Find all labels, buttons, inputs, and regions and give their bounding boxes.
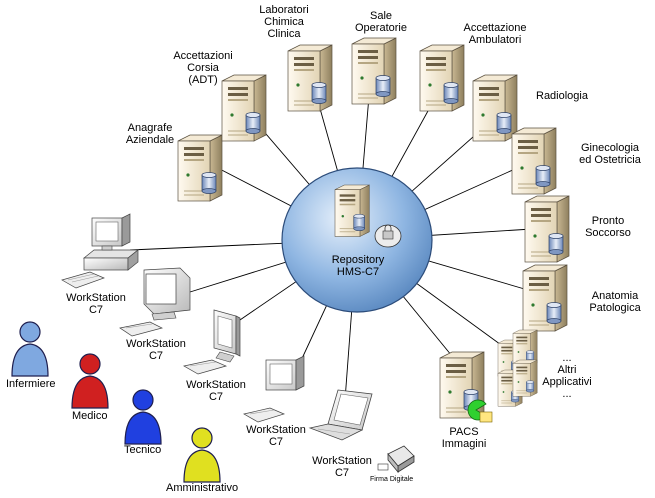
hub-label: Repository HMS-C7 — [318, 254, 398, 278]
user-label-medico: Medico — [72, 410, 108, 422]
server-pronto-icon[interactable] — [524, 195, 570, 263]
server-radiologia-icon[interactable] — [472, 74, 518, 142]
user-amministrativo-icon — [183, 427, 221, 483]
user-medico-icon — [71, 353, 109, 409]
user-infermiere-icon — [11, 321, 49, 377]
server-ginecologia-icon[interactable] — [511, 127, 557, 195]
server-label-radiologia: Radiologia — [536, 90, 588, 102]
firma-digitale-device-icon[interactable] — [377, 445, 415, 474]
server-ambulatori-icon[interactable] — [419, 44, 465, 112]
lock-disk-icon — [374, 224, 402, 248]
user-label-infermiere: Infermiere — [6, 378, 56, 390]
repository-server-icon — [334, 184, 370, 237]
hub-label-line2: HMS-C7 — [336, 266, 380, 278]
laptop-icon[interactable] — [308, 389, 373, 441]
repository-hub[interactable] — [281, 167, 433, 313]
user-tecnico-icon — [124, 389, 162, 445]
server-anagrafe-icon[interactable] — [177, 134, 223, 202]
server-laboratori-icon[interactable] — [287, 44, 333, 112]
workstation-1-icon[interactable] — [61, 213, 139, 289]
server-altri-icon[interactable] — [497, 329, 538, 407]
hub-label-line1: Repository — [331, 254, 385, 266]
user-label-amministrativo: Amministrativo — [166, 482, 239, 494]
server-sale-icon[interactable] — [351, 37, 397, 105]
pacs-pacman-icon — [467, 399, 493, 423]
firma-digitale-label: Firma Digitale — [370, 476, 414, 483]
server-anatomia-icon[interactable] — [522, 264, 568, 332]
user-label-tecnico: Tecnico — [124, 444, 162, 456]
